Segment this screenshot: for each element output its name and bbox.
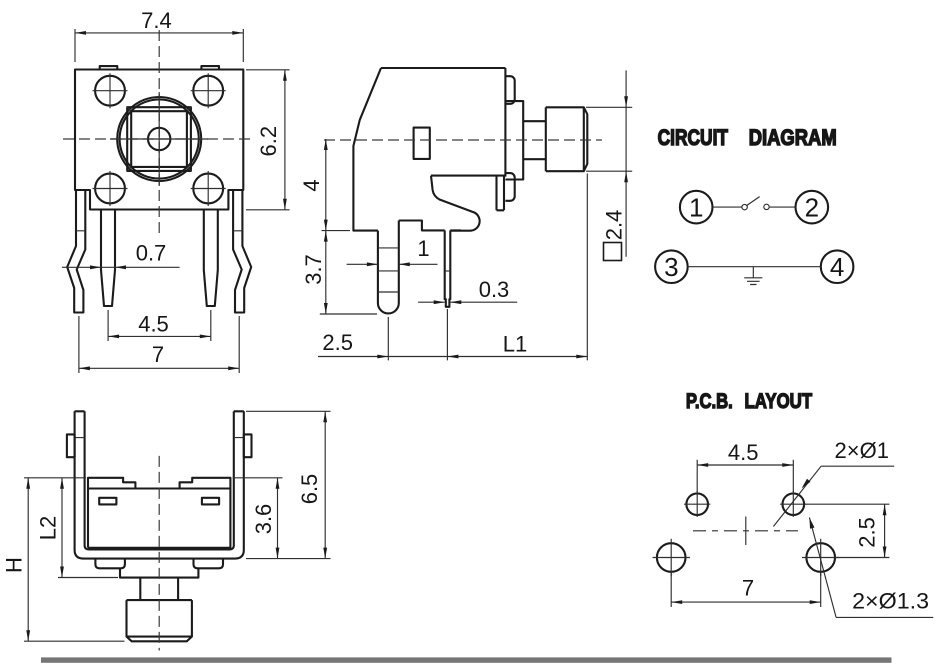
svg-text:2.4: 2.4 [602, 210, 627, 241]
svg-text:1: 1 [689, 192, 703, 222]
svg-text:2.5: 2.5 [322, 330, 353, 355]
svg-text:0.3: 0.3 [479, 277, 510, 302]
svg-text:4: 4 [299, 179, 324, 191]
svg-text:P.C.B.: P.C.B. [686, 390, 733, 413]
svg-text:2.5: 2.5 [854, 517, 879, 548]
svg-text:L1: L1 [503, 331, 527, 356]
svg-text:LAYOUT: LAYOUT [745, 390, 813, 413]
svg-text:2: 2 [805, 192, 819, 222]
svg-text:2×Ø1: 2×Ø1 [835, 438, 889, 463]
svg-text:L2: L2 [36, 516, 61, 540]
svg-text:6.2: 6.2 [256, 126, 281, 157]
svg-text:3.7: 3.7 [301, 254, 326, 285]
svg-text:3: 3 [664, 252, 678, 282]
svg-text:6.5: 6.5 [297, 474, 322, 505]
svg-text:4.5: 4.5 [728, 440, 759, 465]
svg-text:4: 4 [830, 252, 844, 282]
svg-text:7: 7 [742, 576, 754, 601]
svg-text:CIRCUIT: CIRCUIT [658, 125, 729, 150]
svg-text:4.5: 4.5 [138, 312, 169, 337]
svg-text:0.7: 0.7 [136, 241, 167, 266]
svg-text:2×Ø1.3: 2×Ø1.3 [852, 589, 929, 614]
svg-text:7: 7 [152, 342, 164, 367]
svg-text:1: 1 [417, 236, 429, 261]
svg-text:7.4: 7.4 [141, 8, 172, 33]
svg-text:DIAGRAM: DIAGRAM [749, 125, 837, 150]
svg-text:3.6: 3.6 [251, 504, 276, 535]
svg-text:H: H [2, 557, 27, 573]
